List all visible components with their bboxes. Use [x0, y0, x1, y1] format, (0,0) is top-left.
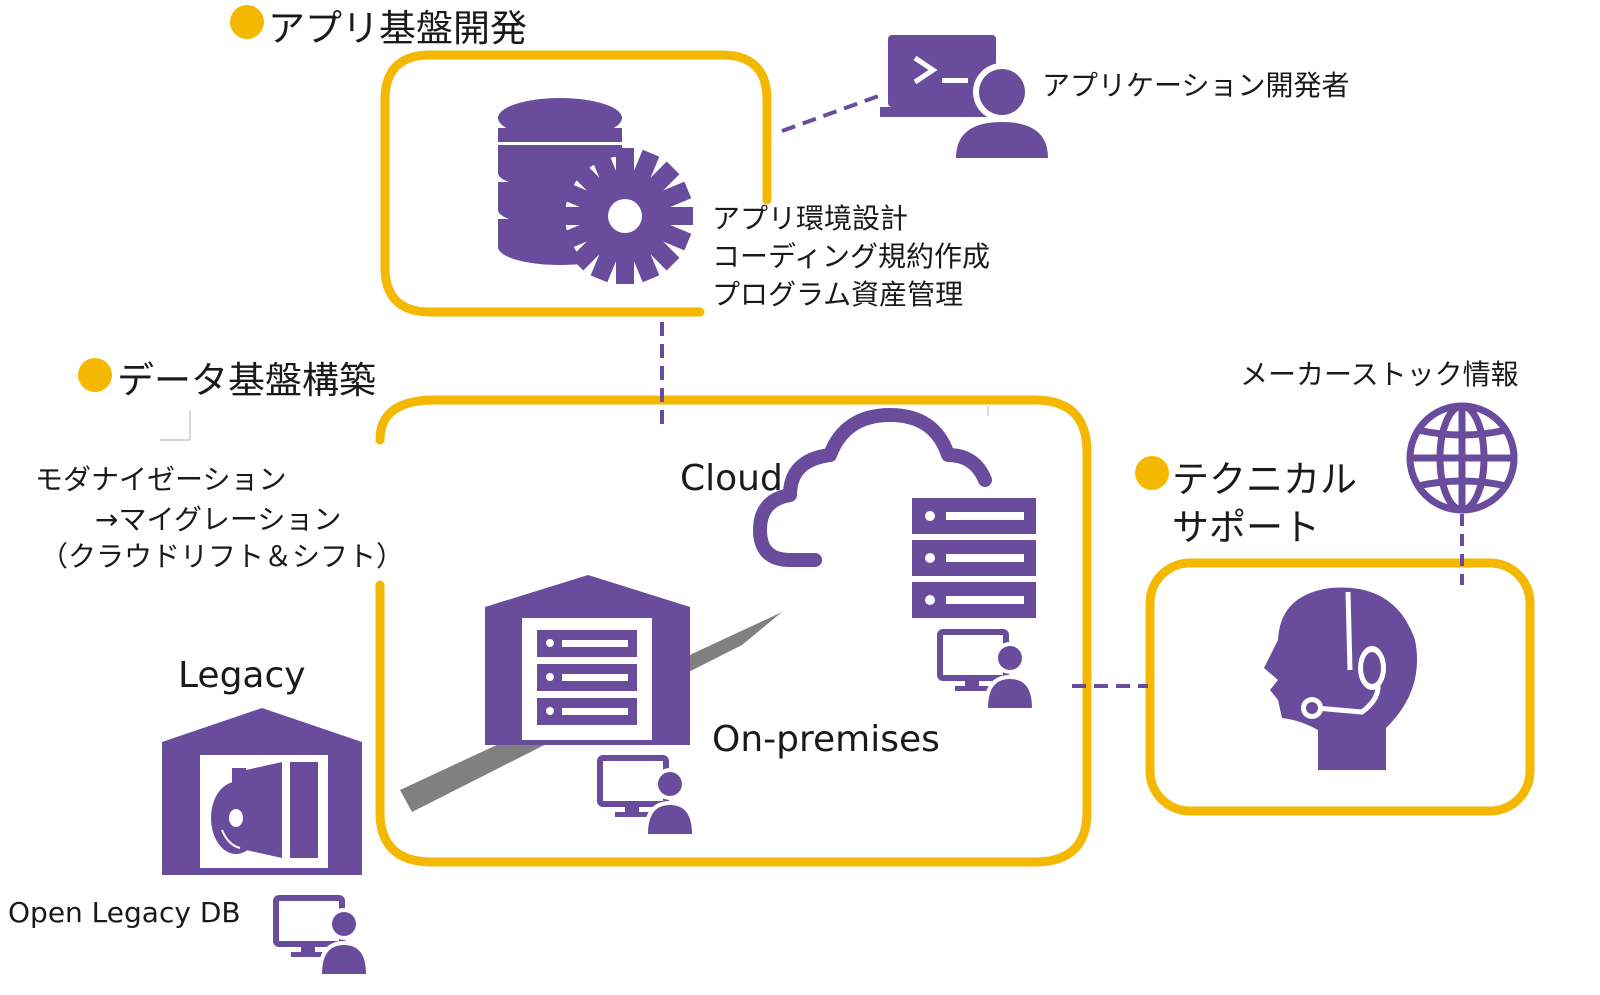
app-task-list: アプリ環境設計 コーディング規約作成 プログラム資産管理 — [712, 200, 990, 314]
connector-app-developer — [781, 92, 885, 133]
app-developer-label: アプリケーション開発者 — [1042, 69, 1350, 102]
app-task-item: コーディング規約作成 — [712, 240, 991, 273]
warehouse-legacy-icon — [162, 708, 362, 875]
app-task-item: プログラム資産管理 — [712, 278, 964, 311]
section-title-data-platform: データ基盤構築 — [117, 359, 376, 402]
open-legacy-db-label: Open Legacy DB — [8, 896, 241, 929]
cloud-server-icon — [753, 408, 1036, 618]
tech-support-box — [1145, 558, 1535, 816]
headset-person-icon — [1264, 587, 1418, 770]
monitor-user-icon — [273, 895, 370, 974]
section-title-app-platform: アプリ基盤開発 — [268, 7, 527, 50]
laptop-terminal-user-icon — [880, 35, 1052, 158]
data-platform-box — [375, 395, 1092, 867]
migration-line1: モダナイゼーション — [35, 463, 287, 496]
onprem-label: On-premises — [712, 719, 940, 760]
globe-icon — [1406, 402, 1518, 514]
migration-line2: →マイグレーション — [95, 503, 342, 536]
app-task-item: アプリ環境設計 — [712, 202, 909, 235]
database-gear-icon — [498, 98, 693, 284]
maker-stock-label: メーカーストック情報 — [1240, 358, 1519, 391]
legacy-label: Legacy — [178, 655, 306, 696]
cloud-label: Cloud — [680, 458, 783, 499]
section-title-tech-support-line1: テクニカル — [1172, 458, 1357, 501]
corner-mark — [160, 410, 191, 441]
monitor-user-icon — [937, 629, 1036, 708]
monitor-user-icon — [597, 755, 696, 834]
app-platform-box — [380, 50, 772, 317]
section-title-tech-support-line2: サポート — [1172, 506, 1320, 549]
section-bullet — [78, 358, 112, 392]
section-bullet — [1135, 456, 1169, 490]
section-bullet — [230, 5, 264, 39]
migration-line3: （クラウドリフト＆シフト） — [40, 540, 405, 573]
warehouse-server-icon — [485, 575, 690, 745]
